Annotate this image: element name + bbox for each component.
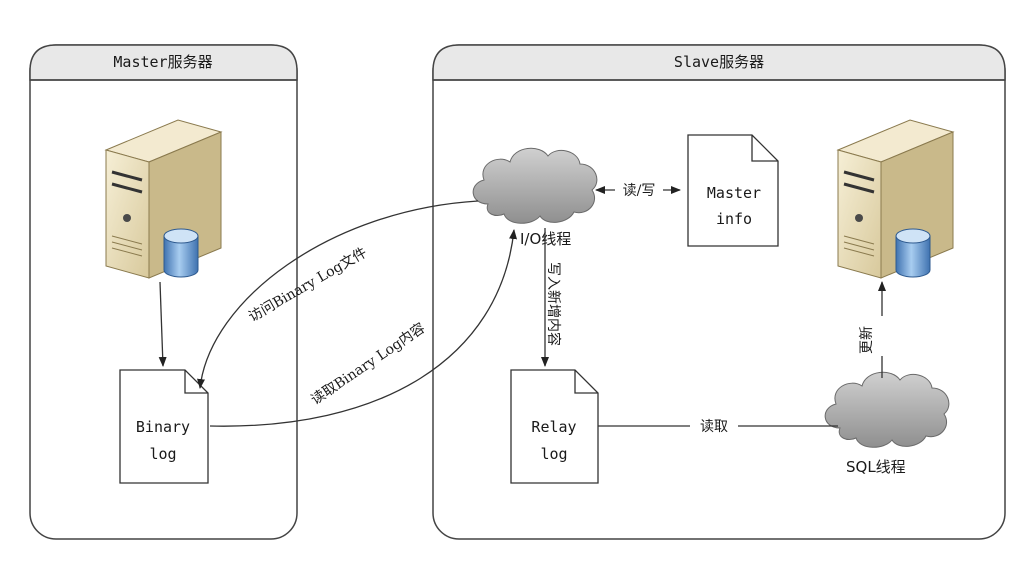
- sql-thread-label: SQL线程: [846, 458, 906, 476]
- edge-update-label-bg: [866, 316, 888, 356]
- edge-write-new-label: 写入新增内容: [545, 262, 562, 346]
- database-icon: [895, 228, 931, 278]
- binary-log-label-line2: log: [149, 445, 176, 463]
- io-thread-cloud-icon: [472, 147, 598, 224]
- edge-update-label: 更新: [859, 326, 875, 354]
- relay-log-label-line1: Relay: [531, 418, 576, 436]
- master-panel-title: Master服务器: [113, 53, 212, 71]
- relay-log-label-line2: log: [540, 445, 567, 463]
- edge-read-write-label: 读/写: [623, 182, 656, 199]
- master-panel: Master服务器: [29, 44, 298, 540]
- edge-read-label-bg: [690, 414, 738, 436]
- slave-server-icon: [836, 119, 955, 279]
- binary-log-document: Binary log: [119, 369, 209, 484]
- binary-log-label-line1: Binary: [136, 418, 190, 436]
- master-info-document: Master info: [687, 134, 779, 247]
- slave-panel-title: Slave服务器: [674, 53, 764, 71]
- relay-log-document: Relay log: [510, 369, 599, 484]
- edge-read-label: 读取: [700, 418, 728, 435]
- edge-read-write-label-bg: [615, 178, 663, 200]
- sql-thread-cloud-icon: [824, 371, 950, 448]
- edge-read-binlog-label: 读取Binary Log内容: [308, 319, 428, 408]
- master-server-icon: [104, 119, 223, 279]
- master-info-label-line1: Master: [707, 184, 761, 202]
- database-icon: [163, 228, 199, 278]
- edge-server-to-binlog: [158, 281, 167, 367]
- edge-read-binlog: [209, 229, 518, 427]
- master-info-label-line2: info: [716, 210, 752, 228]
- edge-access-binlog: [197, 200, 479, 389]
